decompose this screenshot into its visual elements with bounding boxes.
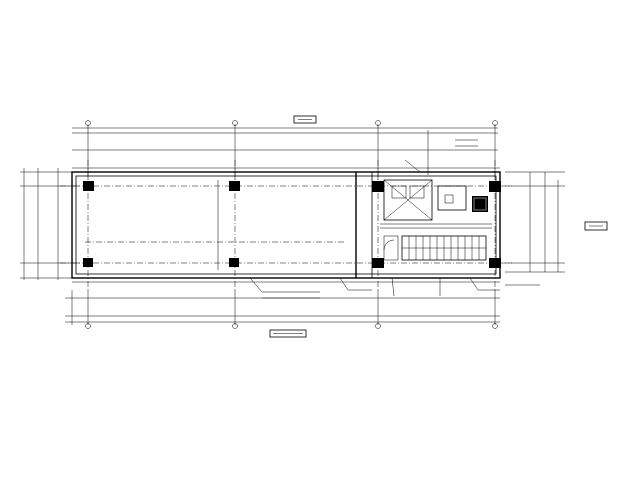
bottom-dimension-lines [65, 290, 500, 329]
building-outline [71, 171, 501, 279]
top-label-box [293, 115, 317, 124]
perimeter-band [72, 167, 500, 283]
right-dimension-lines [505, 171, 565, 273]
service-core [380, 179, 492, 229]
top-dimension-lines [72, 120, 498, 180]
stair [383, 235, 487, 261]
grid-axis-lines [60, 160, 512, 290]
bottom-title-box [269, 329, 307, 338]
left-dimension-lines [20, 168, 80, 280]
leader-lines [249, 139, 540, 299]
structural-columns [83, 181, 501, 268]
side-label-box [584, 221, 608, 231]
